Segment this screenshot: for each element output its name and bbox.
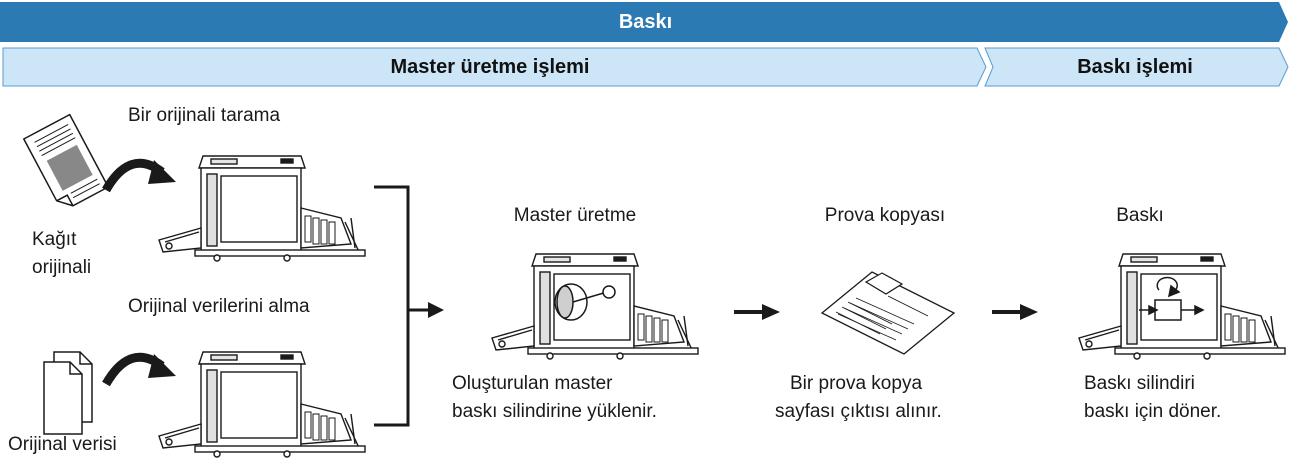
sub-banner — [2, 47, 1289, 87]
data-title: Orijinal verilerini alma — [128, 296, 310, 317]
step-title-proof: Prova kopyası — [824, 205, 946, 226]
top-banner-label: Baskı — [618, 11, 673, 33]
step-desc-print-1: Baskı silindiri — [1084, 373, 1195, 394]
proof-sheet-icon — [820, 271, 956, 355]
step-desc-print-2: baskı için döner. — [1084, 401, 1222, 422]
master-process-label: Master üretme işlemi — [390, 56, 590, 78]
paper-original-icon — [22, 113, 110, 207]
arrow-right-icon — [992, 304, 1038, 320]
printer-icon — [158, 351, 366, 458]
printer-print-icon — [1078, 253, 1286, 360]
data-file-icon — [43, 351, 93, 435]
step-desc-master-1: Oluşturulan master — [452, 373, 613, 394]
paper-caption-1: Kağıt — [32, 229, 77, 250]
top-banner — [0, 2, 1288, 42]
step-desc-proof-1: Bir prova kopya — [790, 373, 923, 394]
step-title-master: Master üretme — [513, 205, 637, 226]
printer-icon — [158, 155, 366, 262]
printer-master-icon — [491, 253, 699, 360]
paper-caption-2: orijinali — [32, 257, 92, 278]
step-desc-master-2: baskı silindirine yüklenir. — [452, 401, 657, 422]
print-process-label: Baskı işlemi — [1077, 56, 1193, 78]
step-desc-proof-2: sayfası çıktısı alınır. — [775, 401, 942, 422]
arrow-right-icon — [734, 304, 780, 320]
step-title-print: Baskı — [1116, 205, 1164, 226]
curve-arrow-icon — [102, 352, 176, 387]
scan-title: Bir orijinali tarama — [128, 105, 281, 126]
data-caption: Orijinal verisi — [8, 434, 117, 455]
merge-bracket — [374, 185, 444, 427]
curve-arrow-icon — [102, 158, 176, 193]
